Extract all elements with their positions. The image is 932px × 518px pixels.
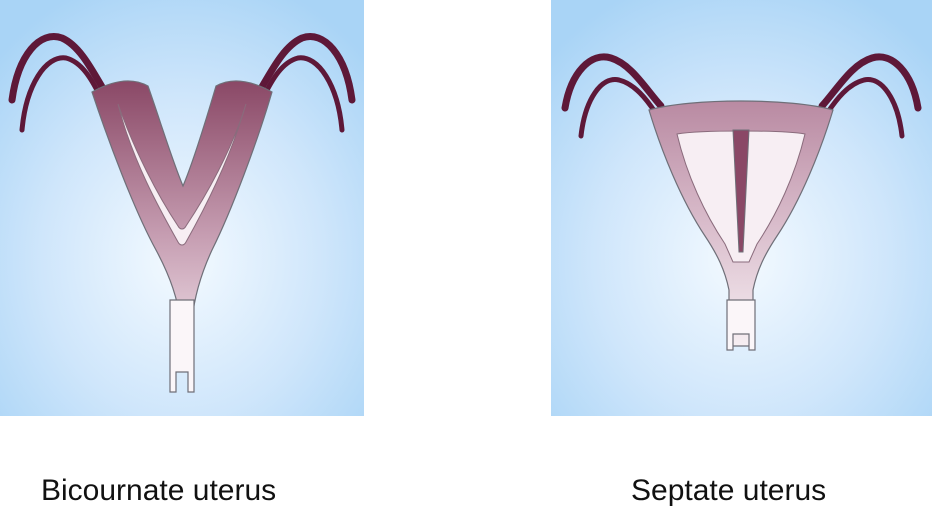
fallopian-tubes — [561, 53, 922, 139]
septate-uterus-illustration — [551, 0, 932, 416]
septate-uterus-diagram — [551, 0, 932, 416]
bicornuate-uterus-illustration — [0, 0, 364, 416]
uterine-body — [648, 100, 834, 351]
bicornuate-uterus-diagram — [0, 0, 364, 416]
fallopian-tubes — [8, 33, 356, 133]
bicornuate-uterus-caption: Bicournate uterus — [41, 474, 277, 507]
uterine-body — [91, 80, 273, 393]
septate-uterus-caption: Septate uterus — [631, 474, 827, 507]
